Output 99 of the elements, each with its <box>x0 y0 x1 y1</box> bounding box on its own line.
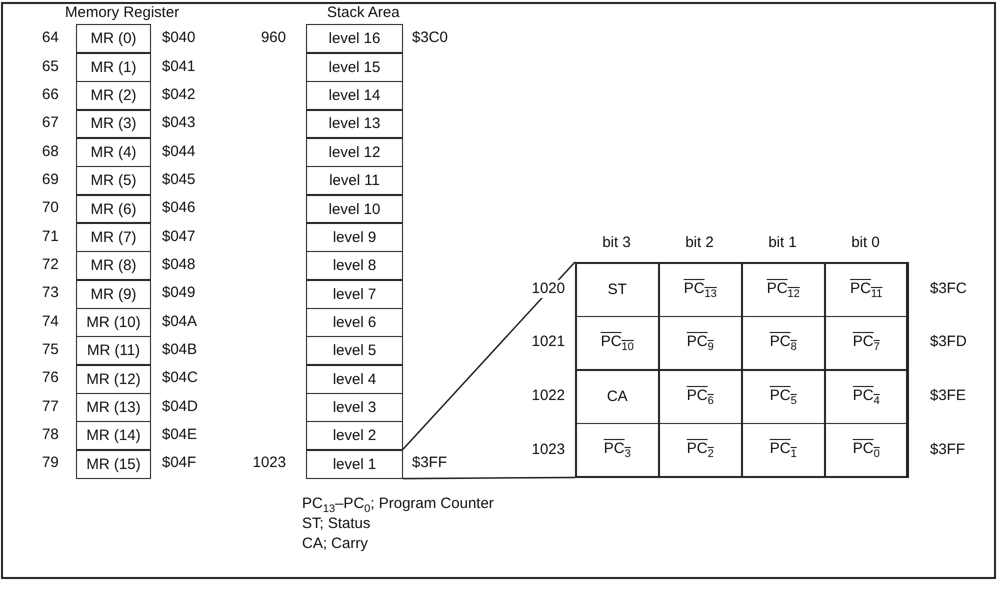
hex-address: $045 <box>162 170 196 189</box>
hex-address: $3FF <box>412 454 448 472</box>
address-number: 77 <box>42 398 59 416</box>
bit-cell: PC$_{13}$ <box>658 262 742 318</box>
register-cell: MR (13) <box>76 392 151 422</box>
address-number: 65 <box>42 58 59 76</box>
bit-cell: PC$_{10}$ <box>575 316 660 371</box>
address-number: 64 <box>42 29 59 48</box>
hex-address: $047 <box>162 228 196 246</box>
note-text: CA; Carry <box>302 535 368 553</box>
magnification-line <box>403 476 575 480</box>
register-cell: MR (7) <box>76 222 151 252</box>
bit-column-header: bit 0 <box>851 234 880 252</box>
bit-column-header: bit 1 <box>768 234 797 252</box>
stack-level-cell: level 7 <box>306 279 403 309</box>
address-number: 74 <box>42 312 59 331</box>
bit-cell: PC$_{4}$ <box>824 369 908 424</box>
stack-level-cell: level 16 <box>306 24 403 54</box>
bit-cell: PC$_{1}$ <box>741 422 826 478</box>
magnification-line <box>402 262 576 450</box>
address-number: 960 <box>260 29 286 48</box>
address-number: 79 <box>42 454 59 472</box>
hex-address: $04A <box>162 312 198 331</box>
stack-level-cell: level 1 <box>306 449 403 480</box>
stack-level-cell: level 6 <box>306 308 403 338</box>
bit-cell: PC$_{5}$ <box>741 369 826 424</box>
bit-cell: PC$_{9}$ <box>658 316 742 371</box>
hex-address: $048 <box>162 256 196 274</box>
register-cell: MR (10) <box>76 308 151 338</box>
stack-level-cell: level 2 <box>306 420 403 451</box>
bit-cell: PC$_{11}$ <box>824 262 908 318</box>
register-cell: MR (0) <box>76 24 151 54</box>
hex-address: $040 <box>162 29 196 48</box>
address-number: 71 <box>42 228 59 246</box>
address-number: 68 <box>42 142 59 161</box>
bit-cell: PC$_{7}$ <box>824 316 908 371</box>
register-cell: MR (3) <box>76 109 151 139</box>
note-text: PC$_{13}$–PC$_{0}$; Program Counter <box>302 495 494 517</box>
register-cell: MR (14) <box>76 420 151 451</box>
bit-cell: CA <box>575 369 660 424</box>
register-cell: MR (15) <box>76 449 151 480</box>
register-cell: MR (4) <box>76 137 151 168</box>
hex-address: $3C0 <box>412 29 448 48</box>
hex-address: $04B <box>162 341 198 360</box>
hex-address: $04E <box>162 426 198 444</box>
address-number: 67 <box>42 114 59 132</box>
hex-address: $3FE <box>930 387 966 405</box>
hex-address: $04F <box>162 454 196 472</box>
address-number: 1023 <box>252 454 286 472</box>
register-cell: MR (12) <box>76 364 151 394</box>
register-cell: MR (8) <box>76 250 151 281</box>
hex-address: $044 <box>162 142 196 161</box>
bit-cell: PC$_{12}$ <box>741 262 826 318</box>
register-cell: MR (11) <box>76 336 151 366</box>
stack-level-cell: level 15 <box>306 52 403 82</box>
stack-level-cell: level 4 <box>306 364 403 394</box>
stack-level-cell: level 10 <box>306 194 403 224</box>
address-number: 73 <box>42 284 59 302</box>
note-text: ST; Status <box>302 515 370 533</box>
hex-address: $046 <box>162 199 196 218</box>
stack-level-cell: level 8 <box>306 250 403 281</box>
register-cell: MR (2) <box>76 80 151 111</box>
hex-address: $041 <box>162 58 196 76</box>
table-heading: Stack Area <box>327 4 400 22</box>
stack-level-cell: level 11 <box>306 166 403 196</box>
bit-cell: PC$_{2}$ <box>658 422 742 478</box>
register-cell: MR (1) <box>76 52 151 82</box>
register-cell: MR (5) <box>76 166 151 196</box>
bit-cell: PC$_{6}$ <box>658 369 742 424</box>
bit-table-frame <box>575 262 908 478</box>
address-number: 78 <box>42 426 59 444</box>
register-cell: MR (6) <box>76 194 151 224</box>
address-number: 69 <box>42 170 59 189</box>
hex-address: $3FD <box>930 333 967 352</box>
stack-level-cell: level 9 <box>306 222 403 252</box>
hex-address: $049 <box>162 284 196 302</box>
stack-level-cell: level 13 <box>306 109 403 139</box>
address-number: 72 <box>42 256 59 274</box>
stack-level-cell: level 12 <box>306 137 403 168</box>
address-number: 75 <box>42 341 59 360</box>
address-number: 70 <box>42 199 59 218</box>
bit-column-header: bit 3 <box>602 234 631 252</box>
bit-cell: PC$_{8}$ <box>741 316 826 371</box>
stack-level-cell: level 3 <box>306 392 403 422</box>
register-cell: MR (9) <box>76 279 151 309</box>
address-number: 76 <box>42 369 59 388</box>
stack-level-cell: level 14 <box>306 80 403 111</box>
bit-column-header: bit 2 <box>685 234 714 252</box>
hex-address: $3FF <box>930 440 966 459</box>
hex-address: $3FC <box>930 280 967 298</box>
bit-cell: PC$_{0}$ <box>824 422 908 478</box>
address-number: 1020 <box>530 280 567 298</box>
hex-address: $04D <box>162 398 198 416</box>
address-number: 66 <box>42 86 59 104</box>
table-heading: Memory Register <box>65 4 180 22</box>
hex-address: $042 <box>162 86 196 104</box>
hex-address: $04C <box>162 369 198 388</box>
hex-address: $043 <box>162 114 196 132</box>
stack-level-cell: level 5 <box>306 336 403 366</box>
